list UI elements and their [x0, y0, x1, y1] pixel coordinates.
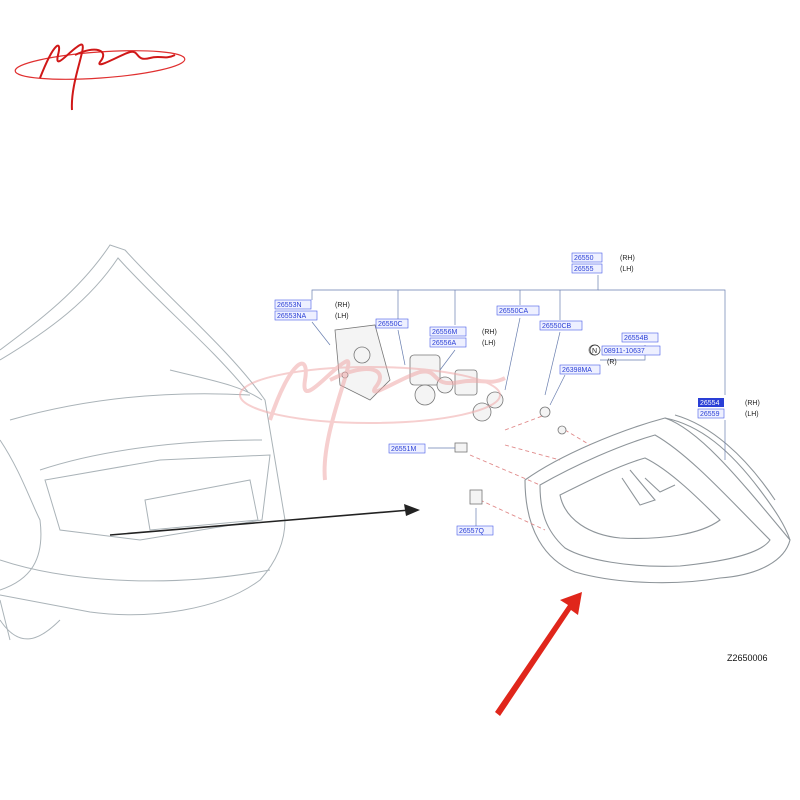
- part-number-screw: 26551M: [391, 446, 416, 453]
- svg-text:N: N: [592, 348, 597, 355]
- screw-part: [454, 442, 483, 505]
- part-number-pin: 26557Q: [459, 528, 484, 535]
- label-gasket: 26553N (RH) 26553NA (LH): [274, 299, 350, 321]
- svg-text:(LH): (LH): [482, 340, 496, 347]
- part-number-assembly-rh: 26550: [574, 255, 594, 262]
- part-number-harness: 26550CA: [499, 308, 529, 315]
- grommet-part: [539, 344, 600, 435]
- svg-text:(RH): (RH): [335, 302, 350, 309]
- svg-text:(RH): (RH): [620, 255, 635, 262]
- label-nut: N 08911-10637 (R): [589, 344, 661, 366]
- label-harness: 26550CA: [496, 305, 540, 316]
- svg-text:(LH): (LH): [620, 266, 634, 273]
- diagram-code: Z2650006: [727, 653, 768, 663]
- part-number-grommet: 26398MA: [562, 367, 592, 374]
- label-bulb: 26556M (RH) 26556A (LH): [429, 326, 497, 348]
- svg-text:(R): (R): [607, 359, 617, 366]
- label-grommet: 26398MA: [559, 364, 601, 375]
- gasket-part: [334, 324, 391, 401]
- highlight-arrow: [495, 592, 582, 716]
- svg-text:(LH): (LH): [745, 411, 759, 418]
- part-number-harness-b: 26550CB: [542, 323, 572, 330]
- pointer-arrow: [109, 504, 420, 536]
- part-number-lamp-rh: 26554: [700, 400, 720, 407]
- part-number-bulb-lh: 26556A: [432, 340, 456, 347]
- leader-lines: [311, 275, 726, 530]
- part-number-gasket-lh: 26553NA: [277, 313, 307, 320]
- part-number-bulb-rh: 26556M: [432, 329, 457, 336]
- svg-text:(LH): (LH): [335, 313, 349, 320]
- svg-text:(RH): (RH): [482, 329, 497, 336]
- watermark: [239, 359, 506, 481]
- label-harness-b: 26550CB: [539, 320, 583, 331]
- assembly-guides: [469, 414, 591, 531]
- part-number-gasket-rh: 26553N: [277, 302, 302, 309]
- label-socket: 26550C: [375, 318, 409, 329]
- label-screw: 26551M: [388, 443, 426, 454]
- socket-bulb-part: [409, 354, 504, 422]
- signature-logo: [14, 43, 186, 111]
- part-number-lamp-lh: 26559: [700, 411, 720, 418]
- label-lamp: 26554 (RH) 26559 (LH): [697, 398, 760, 419]
- part-number-socket: 26550C: [378, 321, 403, 328]
- part-number-assembly-lh: 26555: [574, 266, 594, 273]
- tail-lamp-assembly: [524, 414, 791, 584]
- vehicle-outline: [0, 244, 286, 641]
- part-number-clip: 26554B: [624, 335, 648, 342]
- label-clip: 26554B: [621, 332, 659, 343]
- label-assembly: 26550 (RH) 26555 (LH): [571, 252, 635, 274]
- part-number-nut: 08911-10637: [604, 348, 645, 355]
- label-pin: 26557Q: [456, 525, 494, 536]
- svg-text:(RH): (RH): [745, 400, 760, 407]
